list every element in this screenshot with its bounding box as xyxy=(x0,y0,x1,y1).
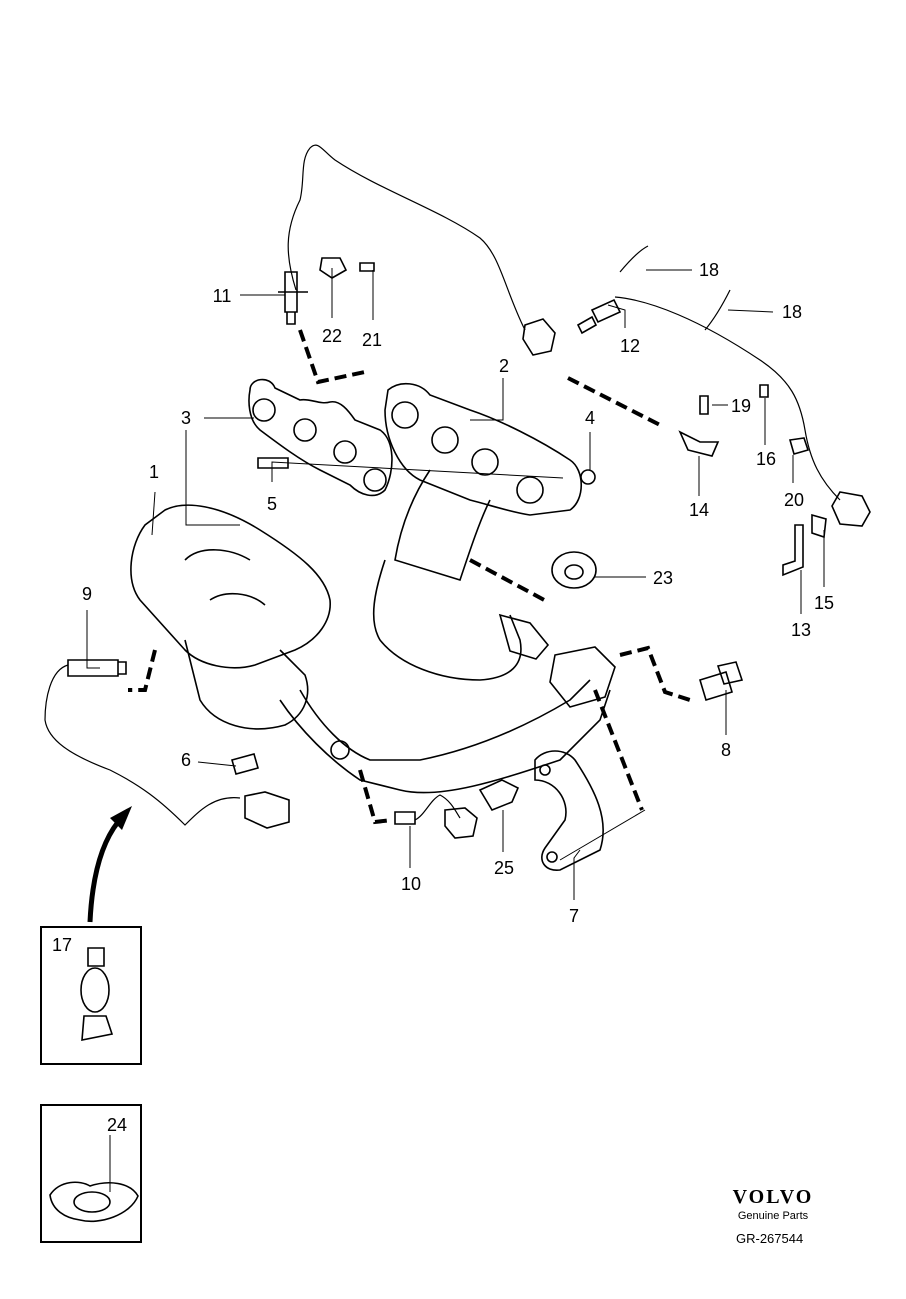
callout-10: 10 xyxy=(401,874,421,894)
clip-25 xyxy=(478,779,520,811)
callout-22: 22 xyxy=(322,326,342,346)
callout-20: 20 xyxy=(784,490,804,510)
brand-block: VOLVO Genuine Parts xyxy=(718,1186,828,1222)
oxygen-sensor-12 xyxy=(576,296,871,527)
callout-3: 3 xyxy=(181,408,191,428)
bolt-8 xyxy=(699,661,744,702)
callout-15: 15 xyxy=(814,593,834,613)
oxygen-sensor-11 xyxy=(278,144,556,356)
inset-17 xyxy=(40,926,142,1065)
catalytic-converter-1 xyxy=(130,504,616,794)
oxygen-sensor-10 xyxy=(394,794,478,839)
callout-11: 11 xyxy=(213,286,232,306)
callout-numbers: 1 2 3 4 5 6 7 8 9 10 11 12 13 14 15 16 1… xyxy=(52,260,834,1135)
diagram-reference: GR-267544 xyxy=(736,1231,804,1246)
bracket-13 xyxy=(782,524,804,577)
callout-21: 21 xyxy=(362,330,382,350)
callout-8: 8 xyxy=(721,740,731,760)
stud-5 xyxy=(257,457,289,469)
pointer-arrow xyxy=(87,806,132,923)
bracket-7 xyxy=(534,750,604,871)
callout-1: 1 xyxy=(149,462,159,482)
callout-24: 24 xyxy=(107,1115,127,1135)
heat-shield-23 xyxy=(551,551,597,589)
callout-25: 25 xyxy=(494,858,514,878)
manifold-gasket-3 xyxy=(248,378,393,497)
callout-9: 9 xyxy=(82,584,92,604)
callout-18b: 18 xyxy=(782,302,802,322)
nut-4 xyxy=(580,469,596,485)
callout-19: 19 xyxy=(731,396,751,416)
leader-lines xyxy=(86,268,825,900)
callout-2: 2 xyxy=(499,356,509,376)
screw-21 xyxy=(359,262,375,272)
callout-13: 13 xyxy=(791,620,811,640)
brand-subtitle: Genuine Parts xyxy=(737,1210,809,1222)
callout-12: 12 xyxy=(620,336,640,356)
callout-23: 23 xyxy=(653,568,673,588)
oxygen-sensor-9 xyxy=(44,659,290,829)
clip-16 xyxy=(759,384,769,398)
cable-tie-18b xyxy=(704,289,731,331)
bracket-22 xyxy=(319,257,348,279)
callout-4: 4 xyxy=(585,408,595,428)
callout-17: 17 xyxy=(52,935,72,955)
bolt-19 xyxy=(699,395,709,415)
exhaust-manifold-2 xyxy=(372,382,582,681)
clip-20 xyxy=(788,437,810,455)
bolt-6 xyxy=(231,753,259,775)
bracket-14 xyxy=(678,430,720,457)
volvo-logo: VOLVO xyxy=(732,1186,814,1208)
inset-24 xyxy=(40,1104,142,1243)
callout-5: 5 xyxy=(267,494,277,514)
cable-tie-18a xyxy=(619,245,649,273)
dashed-connection-lines xyxy=(128,329,691,825)
callout-7: 7 xyxy=(569,906,579,926)
callout-16: 16 xyxy=(756,449,776,469)
callout-18a: 18 xyxy=(699,260,719,280)
callout-14: 14 xyxy=(689,500,709,520)
callout-6: 6 xyxy=(181,750,191,770)
